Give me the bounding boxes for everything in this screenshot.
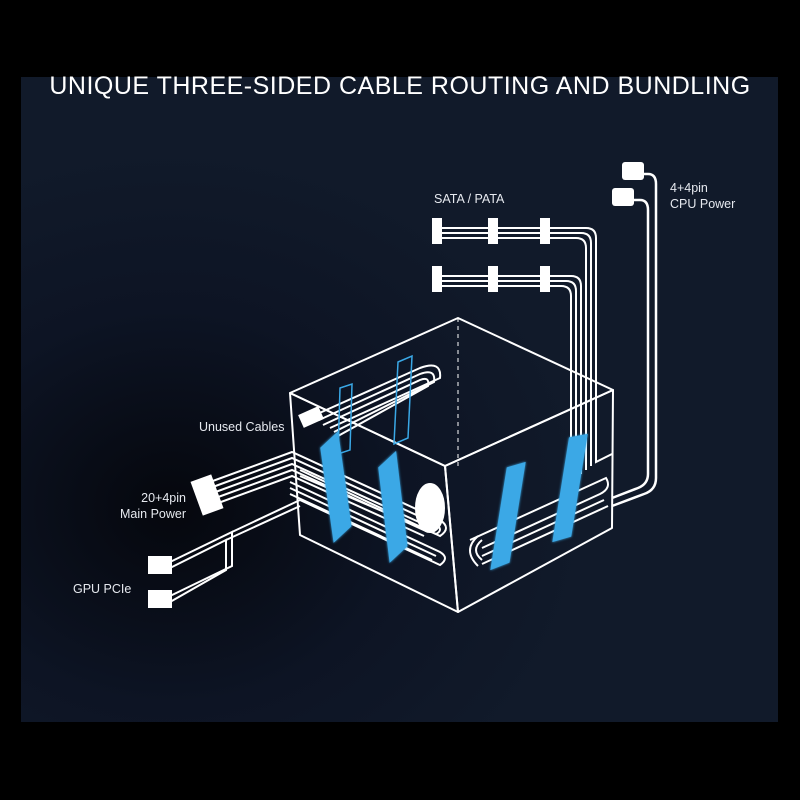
- label-cpu-power: 4+4pin CPU Power: [670, 180, 735, 212]
- psu-box-right-face: [444, 389, 614, 613]
- bundle-strap-left-2: [378, 450, 408, 563]
- label-unused-cables: Unused Cables: [199, 420, 285, 434]
- cable-grommet: [415, 483, 445, 533]
- main-power-connector: [190, 474, 224, 516]
- label-cpu-power-line1: 4+4pin: [670, 181, 708, 195]
- gpu-pcie-connector-1: [148, 556, 172, 574]
- sata-connector-2b: [488, 266, 498, 292]
- diagram-title: UNIQUE THREE-SIDED CABLE ROUTING AND BUN…: [49, 72, 751, 100]
- bundle-strap-left-1: [320, 431, 352, 543]
- bundle-straps: [320, 431, 588, 571]
- label-sata-pata: SATA / PATA: [434, 192, 505, 206]
- label-cpu-power-line2: CPU Power: [670, 197, 736, 211]
- bundle-strap-right-1: [490, 461, 526, 571]
- unused-cable-connector: [298, 406, 324, 428]
- cpu-power-connector-1: [622, 162, 644, 180]
- sata-connector-1c: [540, 218, 550, 244]
- sata-pata-cables: [432, 218, 613, 482]
- cpu-power-cables: [611, 162, 658, 508]
- gpu-pcie-connector-2: [148, 590, 172, 608]
- bundle-strap-right-2: [552, 433, 588, 543]
- right-face-cables: [469, 476, 609, 567]
- label-main-power-line1: 20+4pin: [141, 491, 186, 505]
- unused-cables-loop: [298, 364, 442, 437]
- sata-connector-1b: [488, 218, 498, 244]
- sata-connector-2c: [540, 266, 550, 292]
- label-main-power-line2: Main Power: [120, 507, 186, 521]
- sata-connector-1a: [432, 218, 442, 244]
- label-main-power: 20+4pin Main Power: [100, 490, 186, 522]
- cpu-power-connector-2: [612, 188, 634, 206]
- gpu-pcie-cables: [148, 499, 301, 608]
- label-gpu-pcie: GPU PCIe: [73, 582, 132, 596]
- top-bundle-straps: [337, 354, 413, 456]
- sata-connector-2a: [432, 266, 442, 292]
- psu-box: [289, 317, 614, 613]
